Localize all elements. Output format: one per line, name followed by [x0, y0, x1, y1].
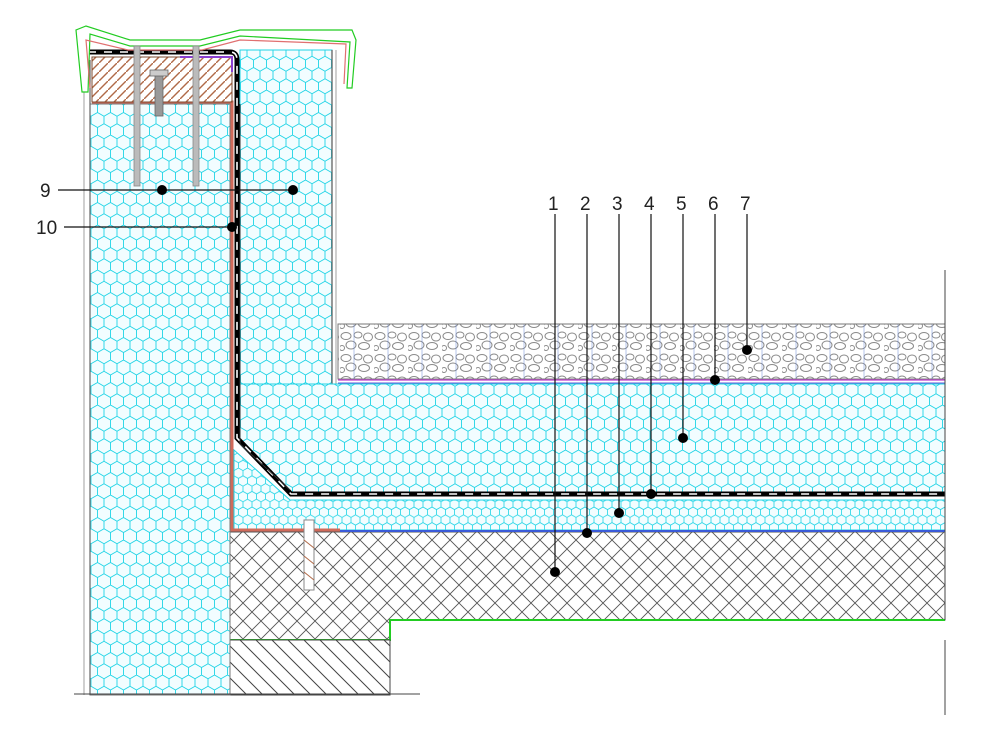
cap-fixings — [133, 45, 200, 187]
label-1: 1 — [548, 194, 559, 215]
label-6: 6 — [708, 194, 719, 215]
roof-insulation-upper — [239, 383, 946, 495]
label-4: 4 — [644, 194, 655, 215]
callout-7: 7 — [740, 194, 752, 355]
waterproofing-membrane-dash — [88, 51, 945, 495]
callout-2: 2 — [580, 194, 592, 538]
callout-1: 1 — [548, 194, 560, 577]
label-9: 9 — [40, 181, 51, 202]
callout-3: 3 — [612, 194, 624, 518]
membrane-inner-line — [239, 104, 291, 491]
masonry-wall — [229, 639, 391, 696]
label-7: 7 — [740, 194, 751, 215]
callout-4: 4 — [644, 194, 656, 499]
metal-coping-inner — [85, 39, 347, 89]
callout-9: 9 — [40, 181, 298, 202]
facade-insulation — [89, 103, 231, 696]
label-2: 2 — [580, 194, 591, 215]
slab-anchor — [303, 519, 315, 591]
label-3: 3 — [612, 194, 623, 215]
label-10: 10 — [36, 218, 57, 239]
callout-6: 6 — [708, 194, 720, 385]
concrete-slab — [229, 531, 946, 641]
label-5: 5 — [676, 194, 687, 215]
metal-coping — [75, 25, 357, 93]
parapet-inner-insulation — [239, 49, 333, 385]
callout-5: 5 — [676, 194, 688, 443]
callout-10: 10 — [36, 218, 237, 239]
gravel-ballast — [337, 323, 946, 380]
